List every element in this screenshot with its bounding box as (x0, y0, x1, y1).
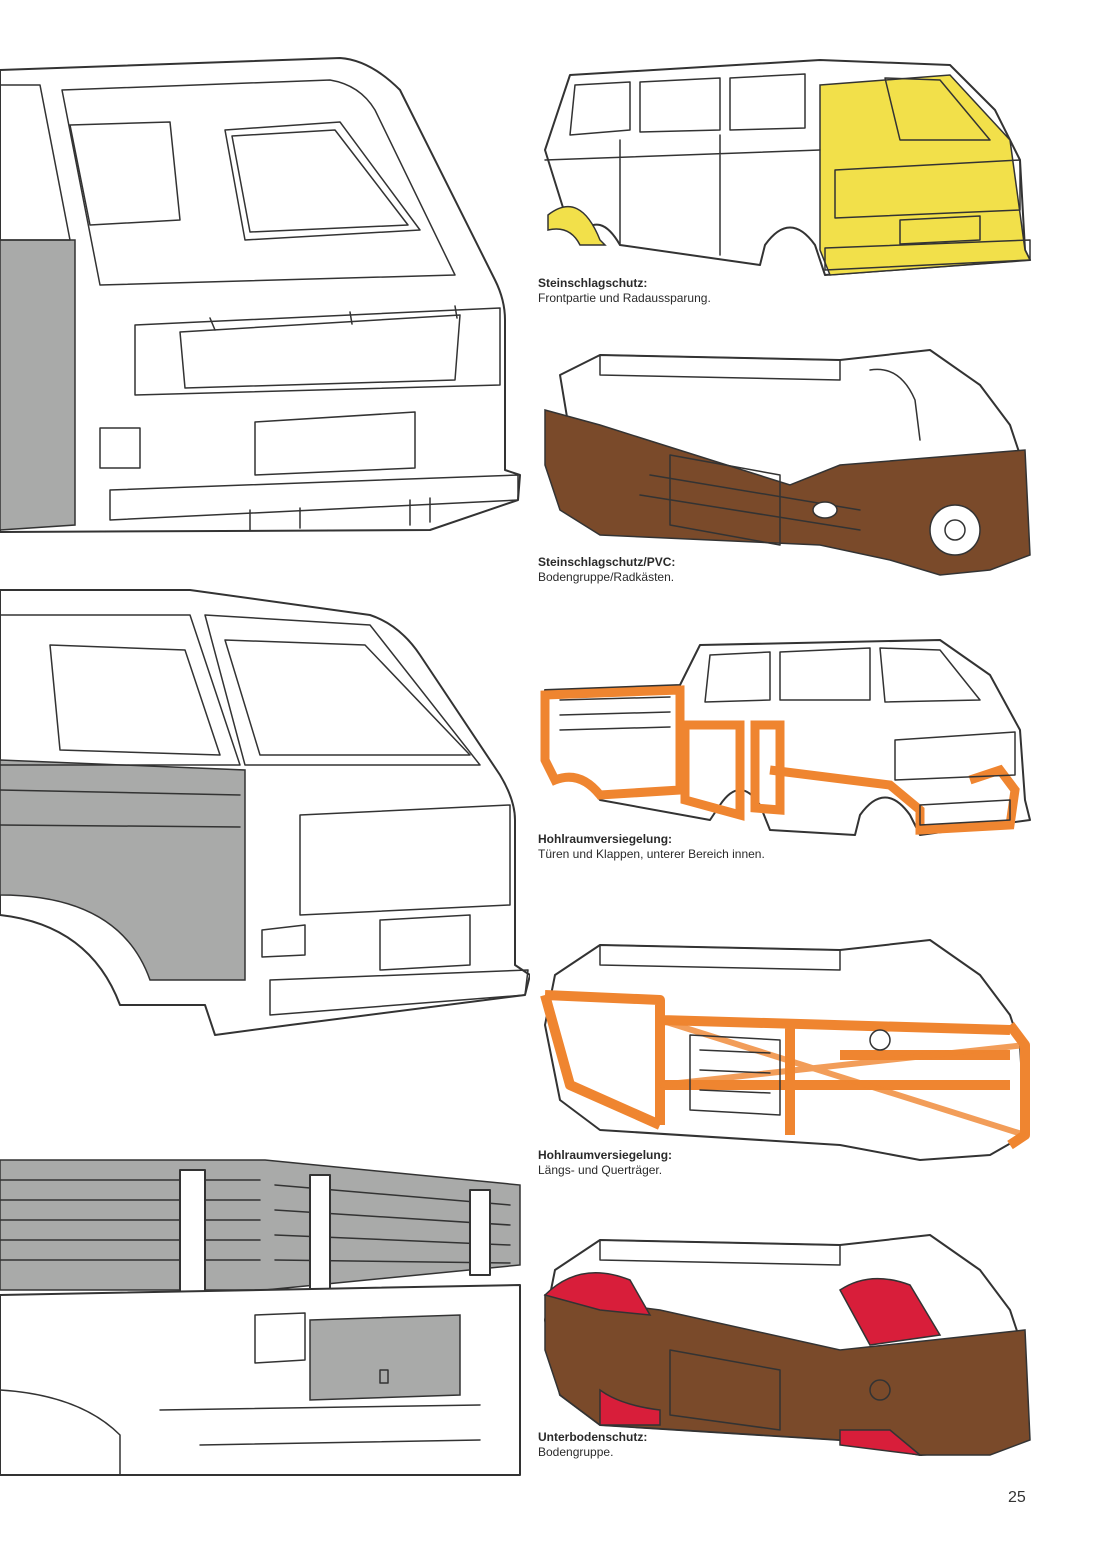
caption-heading: Hohlraumversiegelung: (538, 832, 673, 846)
page-number: 25 (1008, 1489, 1026, 1506)
caption-heading: Unterbodenschutz: (538, 1430, 648, 1444)
underbody-pvc-illustration (544, 349, 1031, 576)
doublecab-cavity-illustration (540, 639, 1031, 836)
caption-cavity-frame: Hohlraumversiegelung: Längs- und Querträ… (538, 1148, 1058, 1178)
caption-heading: Hohlraumversiegelung: (538, 1148, 673, 1162)
caption-heading: Steinschlagschutz/PVC: (538, 555, 676, 569)
caption-text: Türen und Klappen, unterer Bereich innen… (538, 847, 765, 861)
chassis-frame-cavity-illustration (540, 939, 1030, 1161)
caption-heading: Steinschlagschutz: (538, 276, 648, 290)
caption-cavity-doors: Hohlraumversiegelung: Türen und Klappen,… (538, 832, 1058, 862)
van-rear-illustration (0, 57, 521, 533)
pickup-rear-illustration (0, 1159, 521, 1476)
underbody-protection-illustration (543, 1234, 1031, 1457)
caption-underbody: Unterbodenschutz: Bodengruppe. (538, 1430, 1058, 1460)
caption-stone-chip-pvc: Steinschlagschutz/PVC: Bodengruppe/Radkä… (538, 555, 1058, 585)
van-stone-chip-front-illustration (544, 59, 1032, 276)
van-cab-illustration (0, 589, 530, 1036)
caption-stone-chip-front: Steinschlagschutz: Frontpartie und Radau… (538, 276, 1058, 306)
caption-text: Bodengruppe/Radkästen. (538, 570, 675, 584)
caption-text: Längs- und Querträger. (538, 1163, 663, 1177)
caption-text: Frontpartie und Radaussparung. (538, 291, 711, 305)
caption-text: Bodengruppe. (538, 1445, 614, 1459)
